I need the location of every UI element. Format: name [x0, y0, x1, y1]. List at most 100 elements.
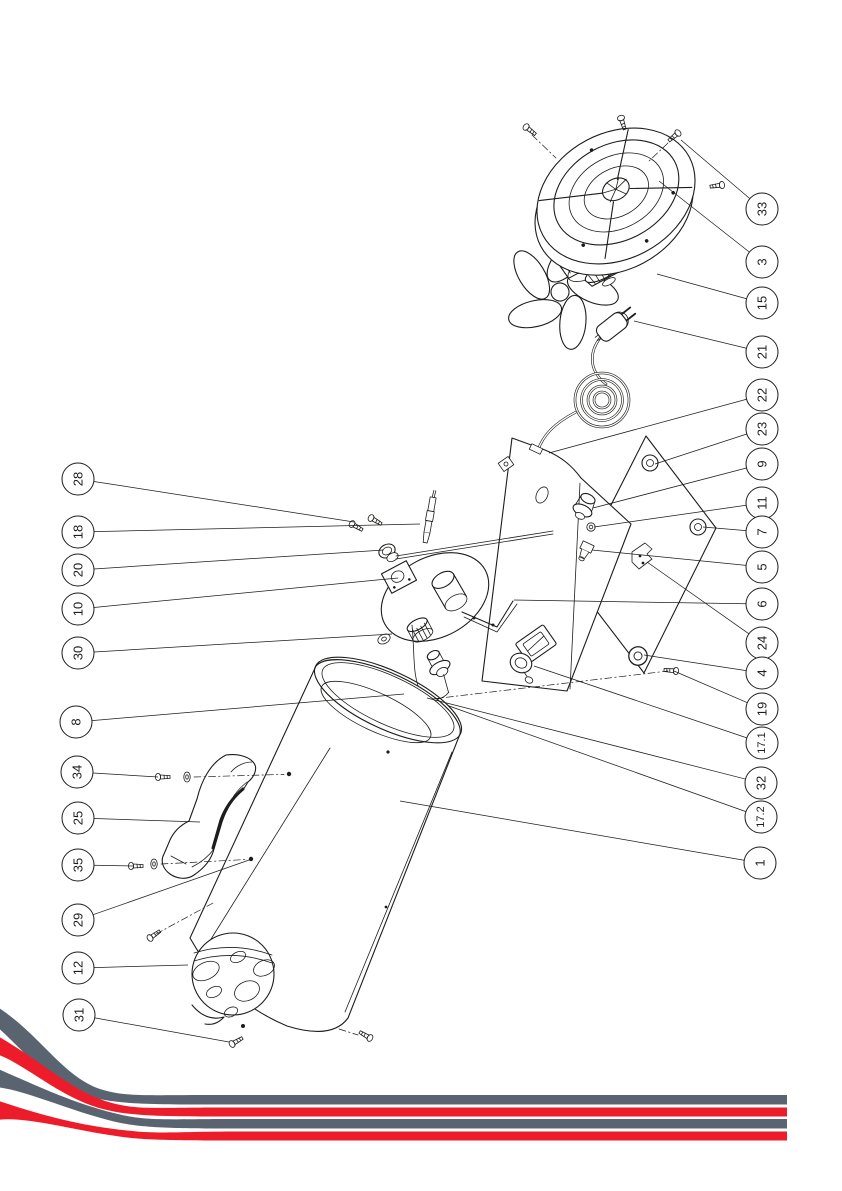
callout-circle [745, 550, 779, 584]
knob-axis-line [431, 670, 669, 700]
callout-number: 29 [71, 913, 86, 927]
leader-line [593, 504, 747, 528]
callout-number: 5 [755, 563, 770, 570]
callout-number: 1 [753, 859, 768, 866]
callout-17.2: 17.2 [448, 705, 778, 834]
leader-line [93, 481, 355, 523]
callout-number: 23 [755, 422, 770, 436]
callout-25: 25 [61, 801, 201, 835]
callout-circle [61, 592, 95, 626]
callout-circle [61, 951, 95, 985]
callout-number: 21 [755, 345, 770, 359]
panel-screw [663, 665, 680, 676]
callout-number: 10 [71, 602, 86, 616]
callout-number: 6 [755, 600, 770, 607]
callout-8: 8 [59, 693, 405, 739]
callout-18: 18 [61, 515, 421, 549]
power-plug [594, 306, 637, 342]
leader-line [92, 858, 253, 916]
shell-screw [145, 927, 163, 943]
callout-circle [745, 692, 779, 726]
thermocouple-fitting [378, 543, 399, 563]
leader-line [448, 705, 747, 812]
callout-number: 35 [71, 858, 86, 872]
callout-number: 30 [71, 646, 86, 660]
stripe-gray-2 [0, 1069, 787, 1129]
callout-circle [743, 846, 777, 880]
knob-bushing [509, 652, 534, 684]
callout-circle [745, 378, 779, 412]
leader-line [673, 670, 748, 704]
cord-clamp [528, 443, 544, 455]
callout-circle [745, 447, 779, 481]
callout-number: 9 [755, 460, 770, 467]
leader-line [702, 526, 747, 532]
callout-15: 15 [656, 273, 779, 320]
leader-line [426, 697, 746, 780]
callout-circle [745, 192, 779, 226]
grille-screw-right [357, 1028, 375, 1043]
leader-line [548, 398, 747, 454]
callout-number: 24 [755, 636, 770, 650]
carry-handle [161, 754, 257, 879]
callout-circle [61, 801, 95, 835]
callout-21: 21 [633, 320, 779, 369]
callout-33: 33 [680, 139, 779, 226]
callout-circle [61, 636, 95, 670]
leader-line [643, 654, 747, 671]
small-grommet [586, 522, 596, 532]
leader-line [91, 693, 405, 722]
callout-17.1: 17.1 [533, 665, 779, 760]
callout-1: 1 [399, 800, 777, 880]
leader-line [93, 964, 189, 968]
callout-24: 24 [646, 561, 779, 660]
callout-5: 5 [591, 549, 779, 584]
callout-number: 33 [755, 202, 770, 216]
box-side-clip [497, 456, 515, 472]
callout-number: 12 [71, 961, 86, 975]
capacitor [431, 570, 468, 612]
leader-line [93, 864, 134, 867]
callout-28: 28 [61, 462, 355, 523]
callout-circle [745, 515, 779, 549]
callout-circle [745, 286, 779, 320]
stripe-red-1 [0, 1037, 787, 1117]
leader-line [680, 139, 751, 199]
cable-gland [572, 492, 596, 520]
callout-number: 11 [755, 496, 770, 510]
callout-22: 22 [548, 378, 779, 454]
callout-circle [59, 705, 93, 739]
drawing [127, 114, 726, 1049]
rocker-switch [515, 624, 557, 664]
callout-circle [745, 587, 779, 621]
callout-34: 34 [60, 755, 159, 789]
callout-7: 7 [702, 515, 779, 549]
callout-circle [745, 412, 779, 446]
callout-circle [61, 515, 95, 549]
callout-32: 32 [426, 697, 778, 800]
callout-number: 17.2 [755, 806, 767, 827]
leader-line [93, 577, 399, 608]
thermostat-bracket [380, 560, 418, 594]
leader-line [656, 273, 747, 300]
callout-circle [61, 462, 95, 496]
callout-31: 31 [62, 998, 230, 1043]
callout-number: 15 [755, 296, 770, 310]
leader-line [93, 818, 201, 823]
end-grille [191, 932, 275, 1028]
capillary-rod [395, 530, 554, 560]
callout-number: 32 [754, 776, 769, 790]
callout-30: 30 [61, 633, 393, 670]
leader-line [592, 467, 747, 509]
callout-circle [745, 335, 779, 369]
callout-number: 19 [755, 702, 770, 716]
callout-number: 7 [755, 528, 770, 535]
grille-screw-left [227, 1034, 245, 1049]
callout-3: 3 [658, 180, 779, 279]
callout-23: 23 [654, 412, 779, 465]
thermostat-stem [578, 540, 595, 562]
callout-35: 35 [61, 848, 134, 882]
callout-6: 6 [513, 587, 779, 621]
